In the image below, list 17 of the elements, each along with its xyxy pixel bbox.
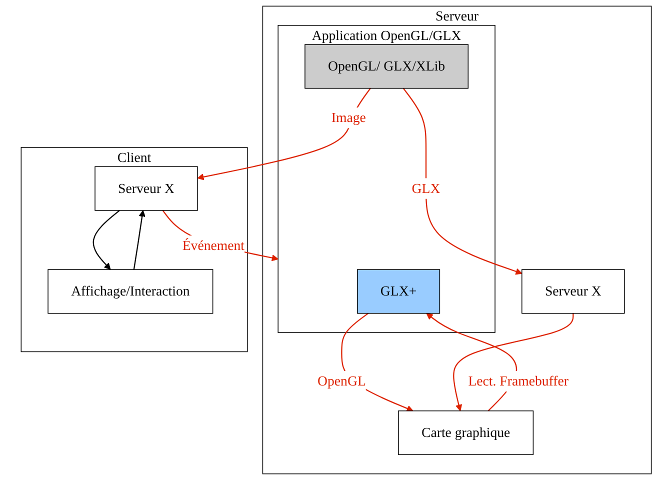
arrow bbox=[133, 210, 146, 270]
edge-label: Lect. Framebuffer bbox=[468, 373, 568, 389]
node-box: OpenGL/ GLX/XLib bbox=[304, 44, 468, 89]
node-box: GLX+ bbox=[356, 269, 440, 314]
edge-label: Événement bbox=[182, 238, 244, 254]
node-box: Affichage/Interaction bbox=[47, 269, 213, 314]
arrow bbox=[452, 313, 574, 412]
node-box: Carte graphique bbox=[398, 410, 534, 456]
node-box: Serveur X bbox=[94, 166, 198, 211]
arrow bbox=[402, 88, 522, 275]
edge-label: Image bbox=[331, 110, 366, 126]
node-box: Serveur X bbox=[521, 269, 625, 314]
arrow bbox=[197, 88, 371, 180]
edge-label: GLX bbox=[412, 180, 440, 196]
arrow bbox=[162, 210, 278, 262]
edge-label: OpenGL bbox=[317, 373, 366, 389]
arrow bbox=[92, 210, 120, 270]
